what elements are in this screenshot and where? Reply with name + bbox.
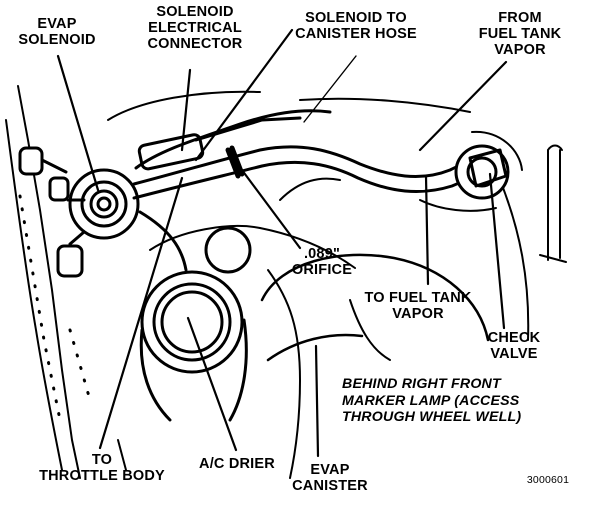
evap-solenoid-shape (18, 146, 140, 278)
label-to-fuel-tank-vapor: TO FUEL TANK VAPOR (364, 290, 472, 322)
leader-electrical-connector (180, 68, 192, 152)
leader-solenoid-to-canister-hose (194, 28, 294, 162)
check-valve-shape (454, 144, 510, 200)
leader-evap-canister (314, 344, 320, 458)
engine-bay-contours (5, 85, 567, 479)
leader-from-fuel-tank-vapor (418, 60, 508, 152)
leader-evap-solenoid (56, 54, 100, 192)
canister-hose-shape (132, 109, 488, 272)
leader-check-valve (488, 172, 506, 330)
hidden-edge-dots (18, 194, 92, 422)
leader-orifice (234, 160, 302, 250)
label-to-throttle-body: TO THROTTLE BODY (39, 452, 165, 484)
ac-drier-shape (139, 226, 252, 422)
label-check-valve: CHECK VALVE (487, 330, 541, 362)
label-evap-canister: EVAP CANISTER (292, 462, 368, 494)
label-evap-solenoid: EVAP SOLENOID (18, 16, 96, 48)
leader-ac-drier (186, 316, 238, 452)
label-solenoid-electrical-connector: SOLENOID ELECTRICAL CONNECTOR (147, 4, 243, 52)
leader-hose-fine (303, 55, 357, 123)
leader-lines (56, 28, 508, 458)
figure-number: 3000601 (526, 474, 570, 486)
evap-canister-shape (260, 253, 490, 362)
leader-to-fuel-tank-vapor (424, 174, 430, 286)
leader-to-throttle-body (98, 176, 184, 450)
location-note: BEHIND RIGHT FRONT MARKER LAMP (ACCESS T… (342, 376, 522, 425)
label-ac-drier: A/C DRIER (199, 456, 275, 472)
label-orifice: .089" ORIFICE (291, 246, 353, 278)
label-from-fuel-tank-vapor: FROM FUEL TANK VAPOR (478, 10, 562, 58)
label-solenoid-to-canister-hose: SOLENOID TO CANISTER HOSE (295, 10, 417, 42)
